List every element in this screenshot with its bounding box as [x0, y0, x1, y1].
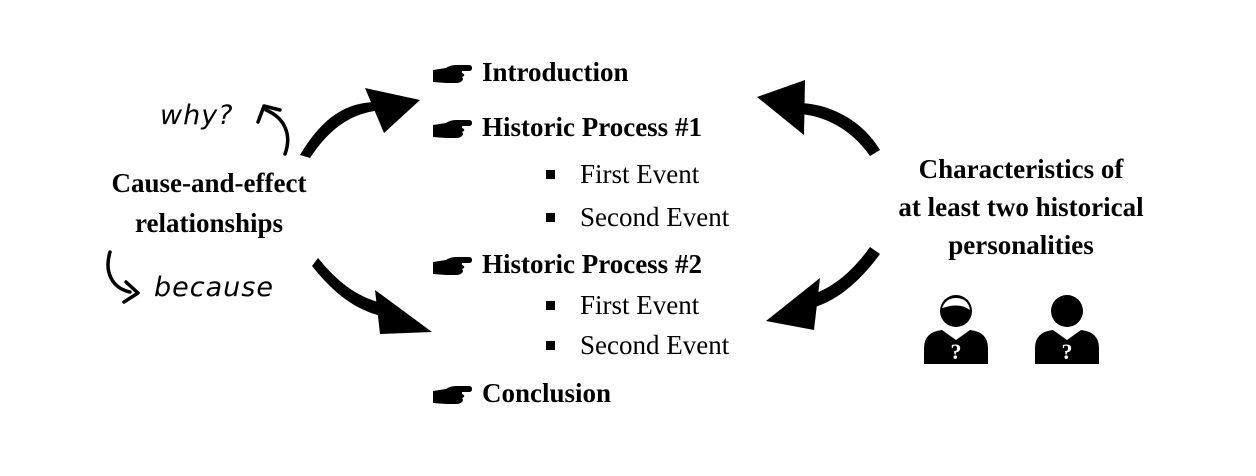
- process2-event1-text: First Event: [580, 290, 700, 320]
- outline-item-introduction: Introduction: [432, 57, 629, 88]
- characteristics-line1: Characteristics of: [918, 154, 1124, 184]
- conclusion-text: Conclusion: [482, 378, 612, 408]
- process1-event1-text: First Event: [580, 159, 700, 189]
- svg-text:?: ?: [951, 339, 962, 364]
- process1-event1: First Event: [546, 159, 699, 190]
- why-arrow: [256, 104, 290, 156]
- pointing-hand-icon: [433, 385, 472, 404]
- process1-text: Historic Process #1: [482, 112, 702, 142]
- square-bullet-icon: [546, 341, 555, 350]
- square-bullet-icon: [546, 213, 555, 222]
- characteristics-line3: personalities: [948, 230, 1094, 260]
- cause-effect-label: Cause-and-effect relationships: [80, 163, 338, 243]
- process1-event2-text: Second Event: [580, 202, 730, 232]
- svg-text:?: ?: [1062, 339, 1073, 364]
- arrow-cause-to-introduction: [300, 88, 420, 158]
- cause-effect-line1: Cause-and-effect: [111, 168, 307, 198]
- pointing-hand-icon: [433, 64, 472, 83]
- person-question-icon: ?: [1035, 295, 1099, 364]
- arrow-cause-to-conclusion: [312, 258, 432, 334]
- why-label: why?: [160, 100, 234, 131]
- outline-item-process2: Historic Process #2: [432, 249, 702, 280]
- pointing-hand-icon: [433, 256, 472, 275]
- arrow-characteristics-to-process2: [766, 247, 880, 330]
- characteristics-label: Characteristics of at least two historic…: [876, 150, 1166, 264]
- square-bullet-icon: [546, 170, 555, 179]
- process2-event2: Second Event: [546, 330, 729, 361]
- arrow-characteristics-to-process1: [757, 80, 880, 156]
- process2-event1: First Event: [546, 290, 699, 321]
- outline-item-process1: Historic Process #1: [432, 112, 702, 143]
- outline-item-conclusion: Conclusion: [432, 378, 611, 409]
- characteristics-line2: at least two historical: [898, 192, 1144, 222]
- because-arrow: [106, 250, 140, 304]
- cause-effect-line2: relationships: [134, 208, 284, 238]
- pointing-hand-icon: [433, 119, 472, 138]
- process2-event2-text: Second Event: [580, 330, 730, 360]
- introduction-text: Introduction: [482, 57, 629, 87]
- process1-event2: Second Event: [546, 202, 729, 233]
- process2-text: Historic Process #2: [482, 249, 702, 279]
- square-bullet-icon: [546, 301, 555, 310]
- person-question-icon: ?: [924, 295, 988, 364]
- because-label: because: [154, 272, 274, 303]
